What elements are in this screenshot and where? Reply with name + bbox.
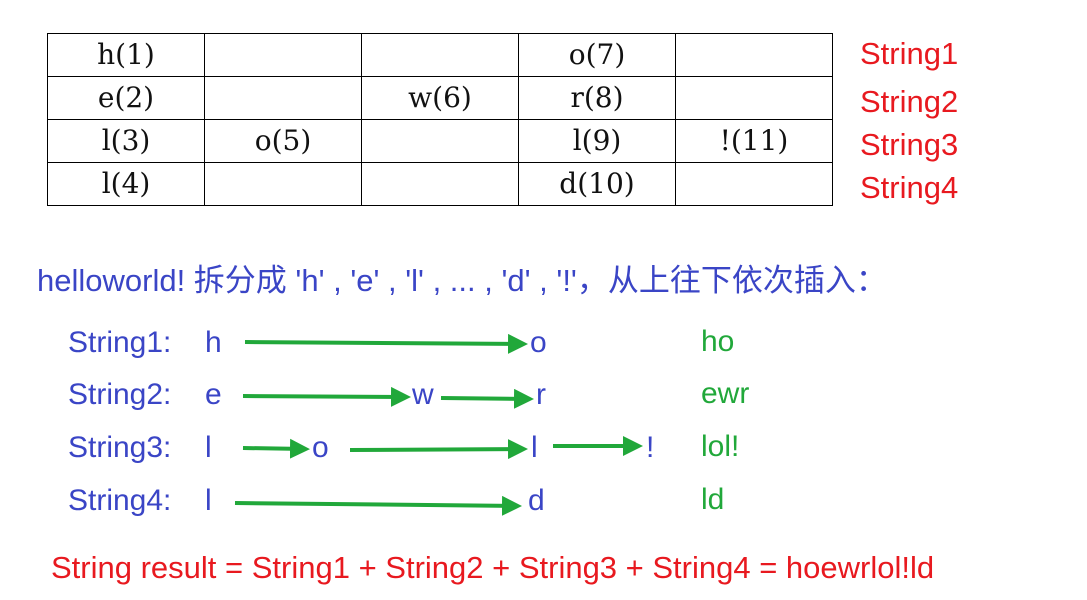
seq-char: w — [411, 378, 434, 411]
grid-cell: l(9) — [518, 119, 676, 163]
seq-label: String1: — [68, 326, 171, 359]
grid-cell: o(7) — [518, 33, 676, 77]
seq-result: ld — [701, 483, 724, 516]
grid-row-4: l(4) d(10) — [47, 162, 833, 206]
seq-char: o — [312, 431, 329, 464]
seq-label: String4: — [68, 484, 171, 517]
seq-char: d — [528, 484, 545, 517]
seq-result: ewr — [701, 377, 749, 410]
grid-row-2: e(2) w(6) r(8) — [47, 76, 833, 120]
grid-cell — [675, 162, 833, 206]
seq-char: l — [205, 484, 212, 517]
grid-row-3: l(3) o(5) l(9) !(11) — [47, 119, 833, 163]
arrow — [244, 333, 528, 354]
row-label-string3: String3 — [860, 127, 959, 162]
row-label-string1: String1 — [860, 36, 959, 71]
row-label-string4: String4 — [860, 170, 959, 205]
grid-row-1: h(1) o(7) — [47, 33, 833, 77]
arrow — [234, 495, 522, 516]
row-label-string2: String2 — [860, 84, 959, 119]
grid-cell: r(8) — [518, 76, 676, 120]
grid-cell — [204, 76, 362, 120]
seq-result: lol! — [701, 430, 739, 463]
grid-cell — [361, 33, 519, 77]
grid-cell — [675, 76, 833, 120]
seq-char: h — [205, 326, 222, 359]
result-formula: String result = String1 + String2 + Stri… — [51, 550, 935, 585]
seq-result: ho — [701, 325, 734, 358]
grid-cell: o(5) — [204, 119, 362, 163]
seq-char: ! — [646, 431, 654, 464]
arrow — [349, 439, 528, 460]
grid-cell: e(2) — [47, 76, 205, 120]
grid-cell — [204, 33, 362, 77]
seq-char: e — [205, 378, 222, 411]
char-grid: h(1) o(7) e(2) w(6) r(8) l(3) o(5) l(9) … — [47, 33, 833, 206]
grid-cell — [675, 33, 833, 77]
grid-cell — [204, 162, 362, 206]
grid-cell — [361, 162, 519, 206]
seq-char: l — [205, 431, 212, 464]
grid-cell: l(4) — [47, 162, 205, 206]
seq-label: String3: — [68, 431, 171, 464]
seq-label: String2: — [68, 378, 171, 411]
grid-cell: l(3) — [47, 119, 205, 163]
seq-char: l — [531, 431, 538, 464]
arrow — [242, 438, 310, 459]
arrow — [440, 388, 534, 409]
grid-cell — [361, 119, 519, 163]
grid-cell: h(1) — [47, 33, 205, 77]
grid-cell: d(10) — [518, 162, 676, 206]
seq-char: r — [536, 378, 546, 411]
arrow — [242, 386, 411, 407]
seq-char: o — [530, 326, 547, 359]
grid-cell: !(11) — [675, 119, 833, 163]
grid-cell: w(6) — [361, 76, 519, 120]
caption: helloworld! 拆分成 'h' , 'e' , 'l' , ... , … — [37, 263, 887, 298]
